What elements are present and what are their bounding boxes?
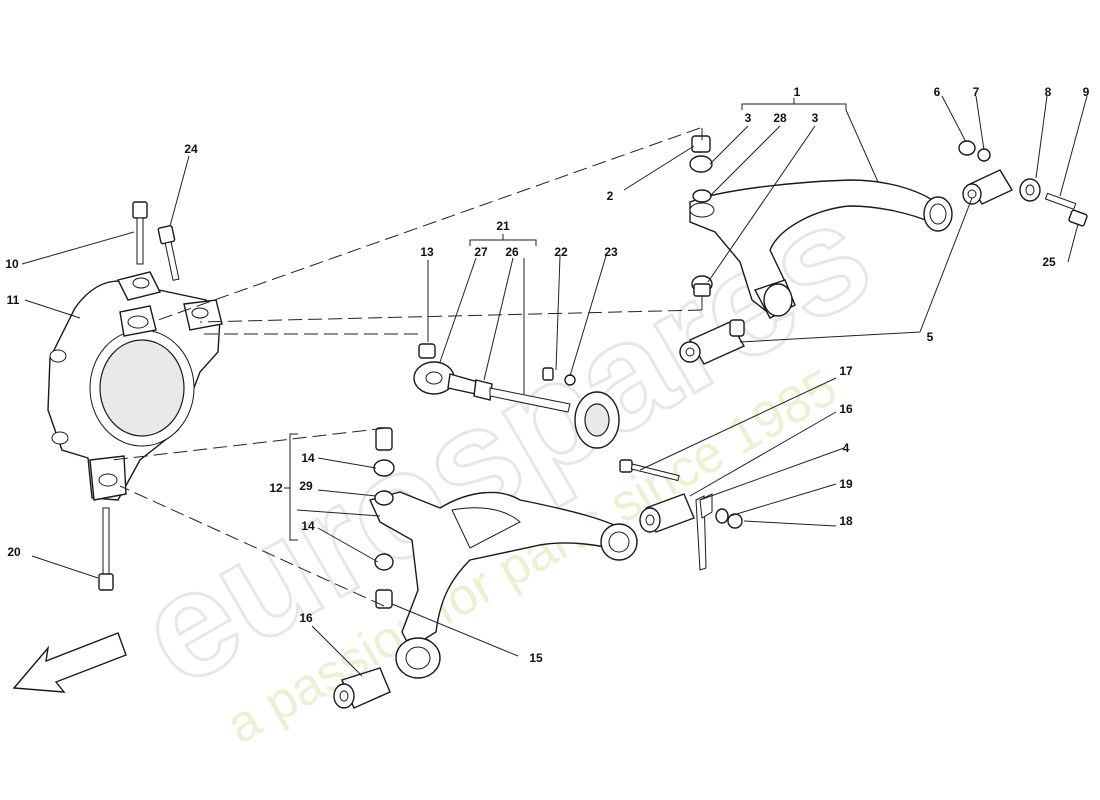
callout-11: 11 <box>7 293 20 307</box>
callout-16a: 16 <box>299 611 313 625</box>
callout-20: 20 <box>7 545 21 559</box>
group-bracket-21 <box>469 234 537 246</box>
callout-15: 15 <box>529 651 543 665</box>
callout-27: 27 <box>474 245 488 259</box>
callout-14b: 14 <box>301 519 315 533</box>
callout-4: 4 <box>843 441 850 455</box>
callout-17: 17 <box>839 364 853 378</box>
callout-7: 7 <box>973 85 980 99</box>
callout-1: 1 <box>794 85 801 99</box>
nut-6 <box>958 140 976 156</box>
callout-19: 19 <box>839 477 853 491</box>
callout-22: 22 <box>554 245 568 259</box>
callout-2: 2 <box>607 189 614 203</box>
callout-12: 12 <box>269 481 283 495</box>
bushing-5-lower <box>679 319 745 365</box>
ball-joint-stack-upper <box>689 135 713 297</box>
callout-3a: 3 <box>745 111 752 125</box>
callout-16b: 16 <box>839 402 853 416</box>
tie-rod-assembly <box>413 343 620 449</box>
callout-6: 6 <box>934 85 941 99</box>
group-bracket-12 <box>284 433 298 541</box>
callout-26: 26 <box>505 245 519 259</box>
callout-29: 29 <box>299 479 313 493</box>
washer-7 <box>977 148 991 162</box>
bushing-16-right <box>639 493 695 533</box>
upper-wishbone <box>689 179 953 319</box>
callout-28: 28 <box>773 111 787 125</box>
bushing-16-left <box>333 667 391 709</box>
callout-8: 8 <box>1045 85 1052 99</box>
callout-18: 18 <box>839 514 853 528</box>
callout-21: 21 <box>496 219 510 233</box>
bracket-4 <box>695 493 713 571</box>
group-bracket-1 <box>741 98 847 110</box>
callout-9: 9 <box>1083 85 1090 99</box>
washer-19 <box>715 508 729 524</box>
callout-5: 5 <box>927 330 934 344</box>
callout-25: 25 <box>1042 255 1056 269</box>
callout-labels: 1 2 3 3 4 5 6 7 8 9 10 11 12 13 14 14 15… <box>5 85 1089 665</box>
assembly-dashed-lines <box>111 127 703 607</box>
callout-23: 23 <box>604 245 618 259</box>
bolt-20 <box>98 507 114 591</box>
callout-14a: 14 <box>301 451 315 465</box>
callout-24: 24 <box>184 142 198 156</box>
watermark: eurospares a passion for parts since 198… <box>111 166 898 755</box>
bushing-5-upper <box>962 169 1013 205</box>
bolt-9 <box>1044 192 1077 210</box>
hub-carrier <box>47 271 223 501</box>
callout-13: 13 <box>420 245 434 259</box>
bushing-stack-lower <box>373 427 395 609</box>
lower-wishbone <box>369 491 638 679</box>
leader-lines <box>21 95 1088 677</box>
direction-arrow-icon <box>12 632 127 693</box>
callout-10: 10 <box>5 257 19 271</box>
bolt-10 <box>132 201 148 265</box>
bolt-24 <box>157 225 180 281</box>
callout-3b: 3 <box>812 111 819 125</box>
washer-8 <box>1019 178 1041 202</box>
sleeve-25 <box>1068 209 1088 227</box>
